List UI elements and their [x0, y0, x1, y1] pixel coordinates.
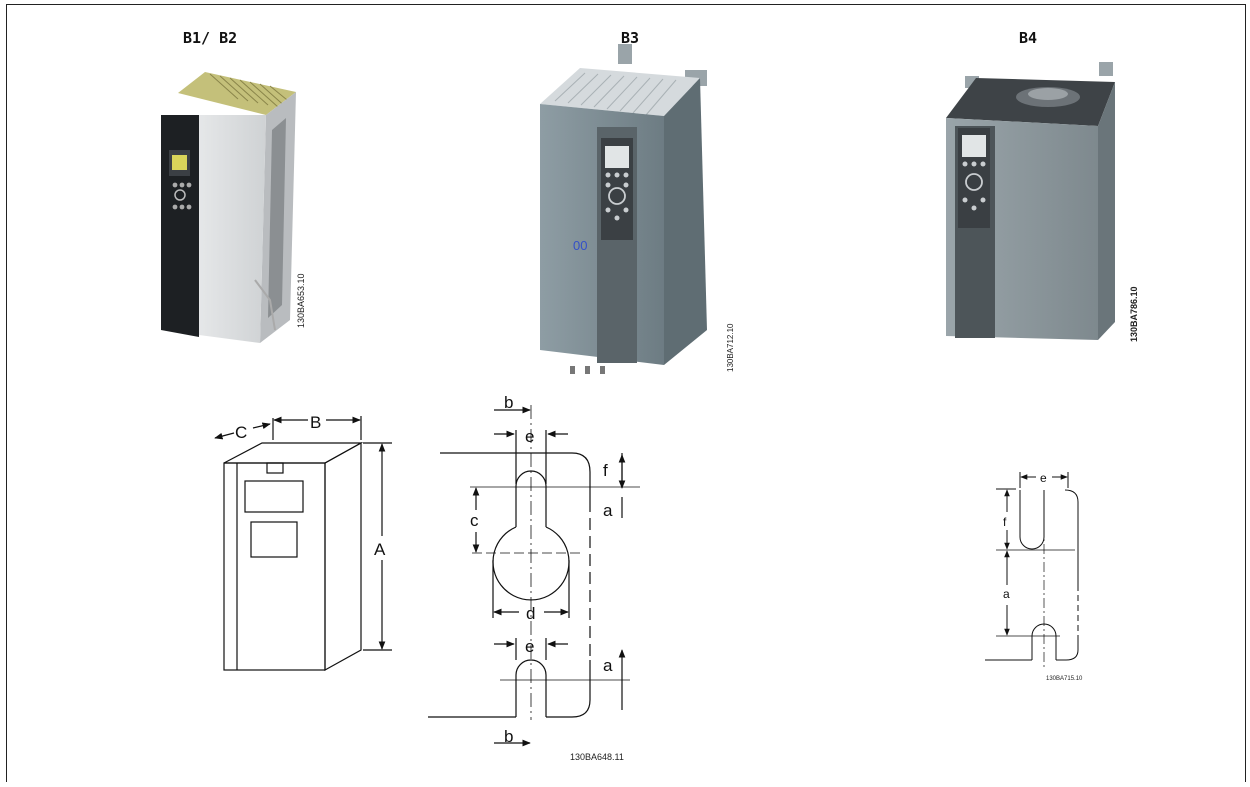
b1-b2-drawing-code: 130BA653.10	[296, 273, 306, 328]
keyhole-dim-f: f	[603, 461, 608, 480]
keyhole-dim-a: a	[603, 501, 613, 520]
b3-drawing-code: 130BA712.10	[726, 323, 735, 372]
b3-badge-label: 00	[573, 238, 587, 253]
dim-label-b: B	[310, 413, 321, 432]
outline-drawing	[214, 416, 392, 672]
keyhole-mounting-drawing	[428, 405, 640, 747]
keyhole-dim-e-top: e	[525, 427, 534, 446]
keyhole-dim-a-lower: a	[603, 656, 613, 675]
keyhole-drawing-code: 130BA648.11	[570, 752, 624, 762]
slot-drawing-code: 130BA715.10	[1046, 676, 1083, 682]
figure-frame	[6, 4, 1246, 782]
keyhole-dim-b-top: b	[504, 393, 513, 412]
slot-mounting-drawing	[985, 472, 1079, 668]
dim-label-c: C	[235, 423, 247, 442]
keyhole-dim-b-bottom: b	[504, 727, 513, 746]
b1-b2-enclosure-image	[161, 72, 296, 343]
title-b3: B3	[621, 29, 640, 47]
keyhole-dim-e-lower: e	[525, 637, 534, 656]
slot-dim-e: e	[1040, 471, 1047, 485]
b3-lcp-screen	[605, 146, 629, 168]
b4-lcp-screen	[962, 135, 986, 157]
keyhole-dim-c: c	[470, 511, 479, 530]
keyhole-dim-d: d	[526, 604, 535, 623]
title-b4: B4	[1019, 29, 1038, 47]
b1-front-panel	[161, 115, 199, 337]
b4-enclosure-image	[946, 62, 1115, 340]
dim-label-a: A	[374, 540, 386, 559]
b4-drawing-code: 130BA786.10	[1129, 286, 1139, 342]
b1-lcp-screen	[172, 155, 187, 170]
slot-dim-f: f	[1003, 515, 1007, 529]
b3-enclosure-image	[540, 44, 707, 374]
title-b1-b2: B1/ B2	[183, 29, 238, 47]
slot-dim-a: a	[1003, 587, 1010, 601]
